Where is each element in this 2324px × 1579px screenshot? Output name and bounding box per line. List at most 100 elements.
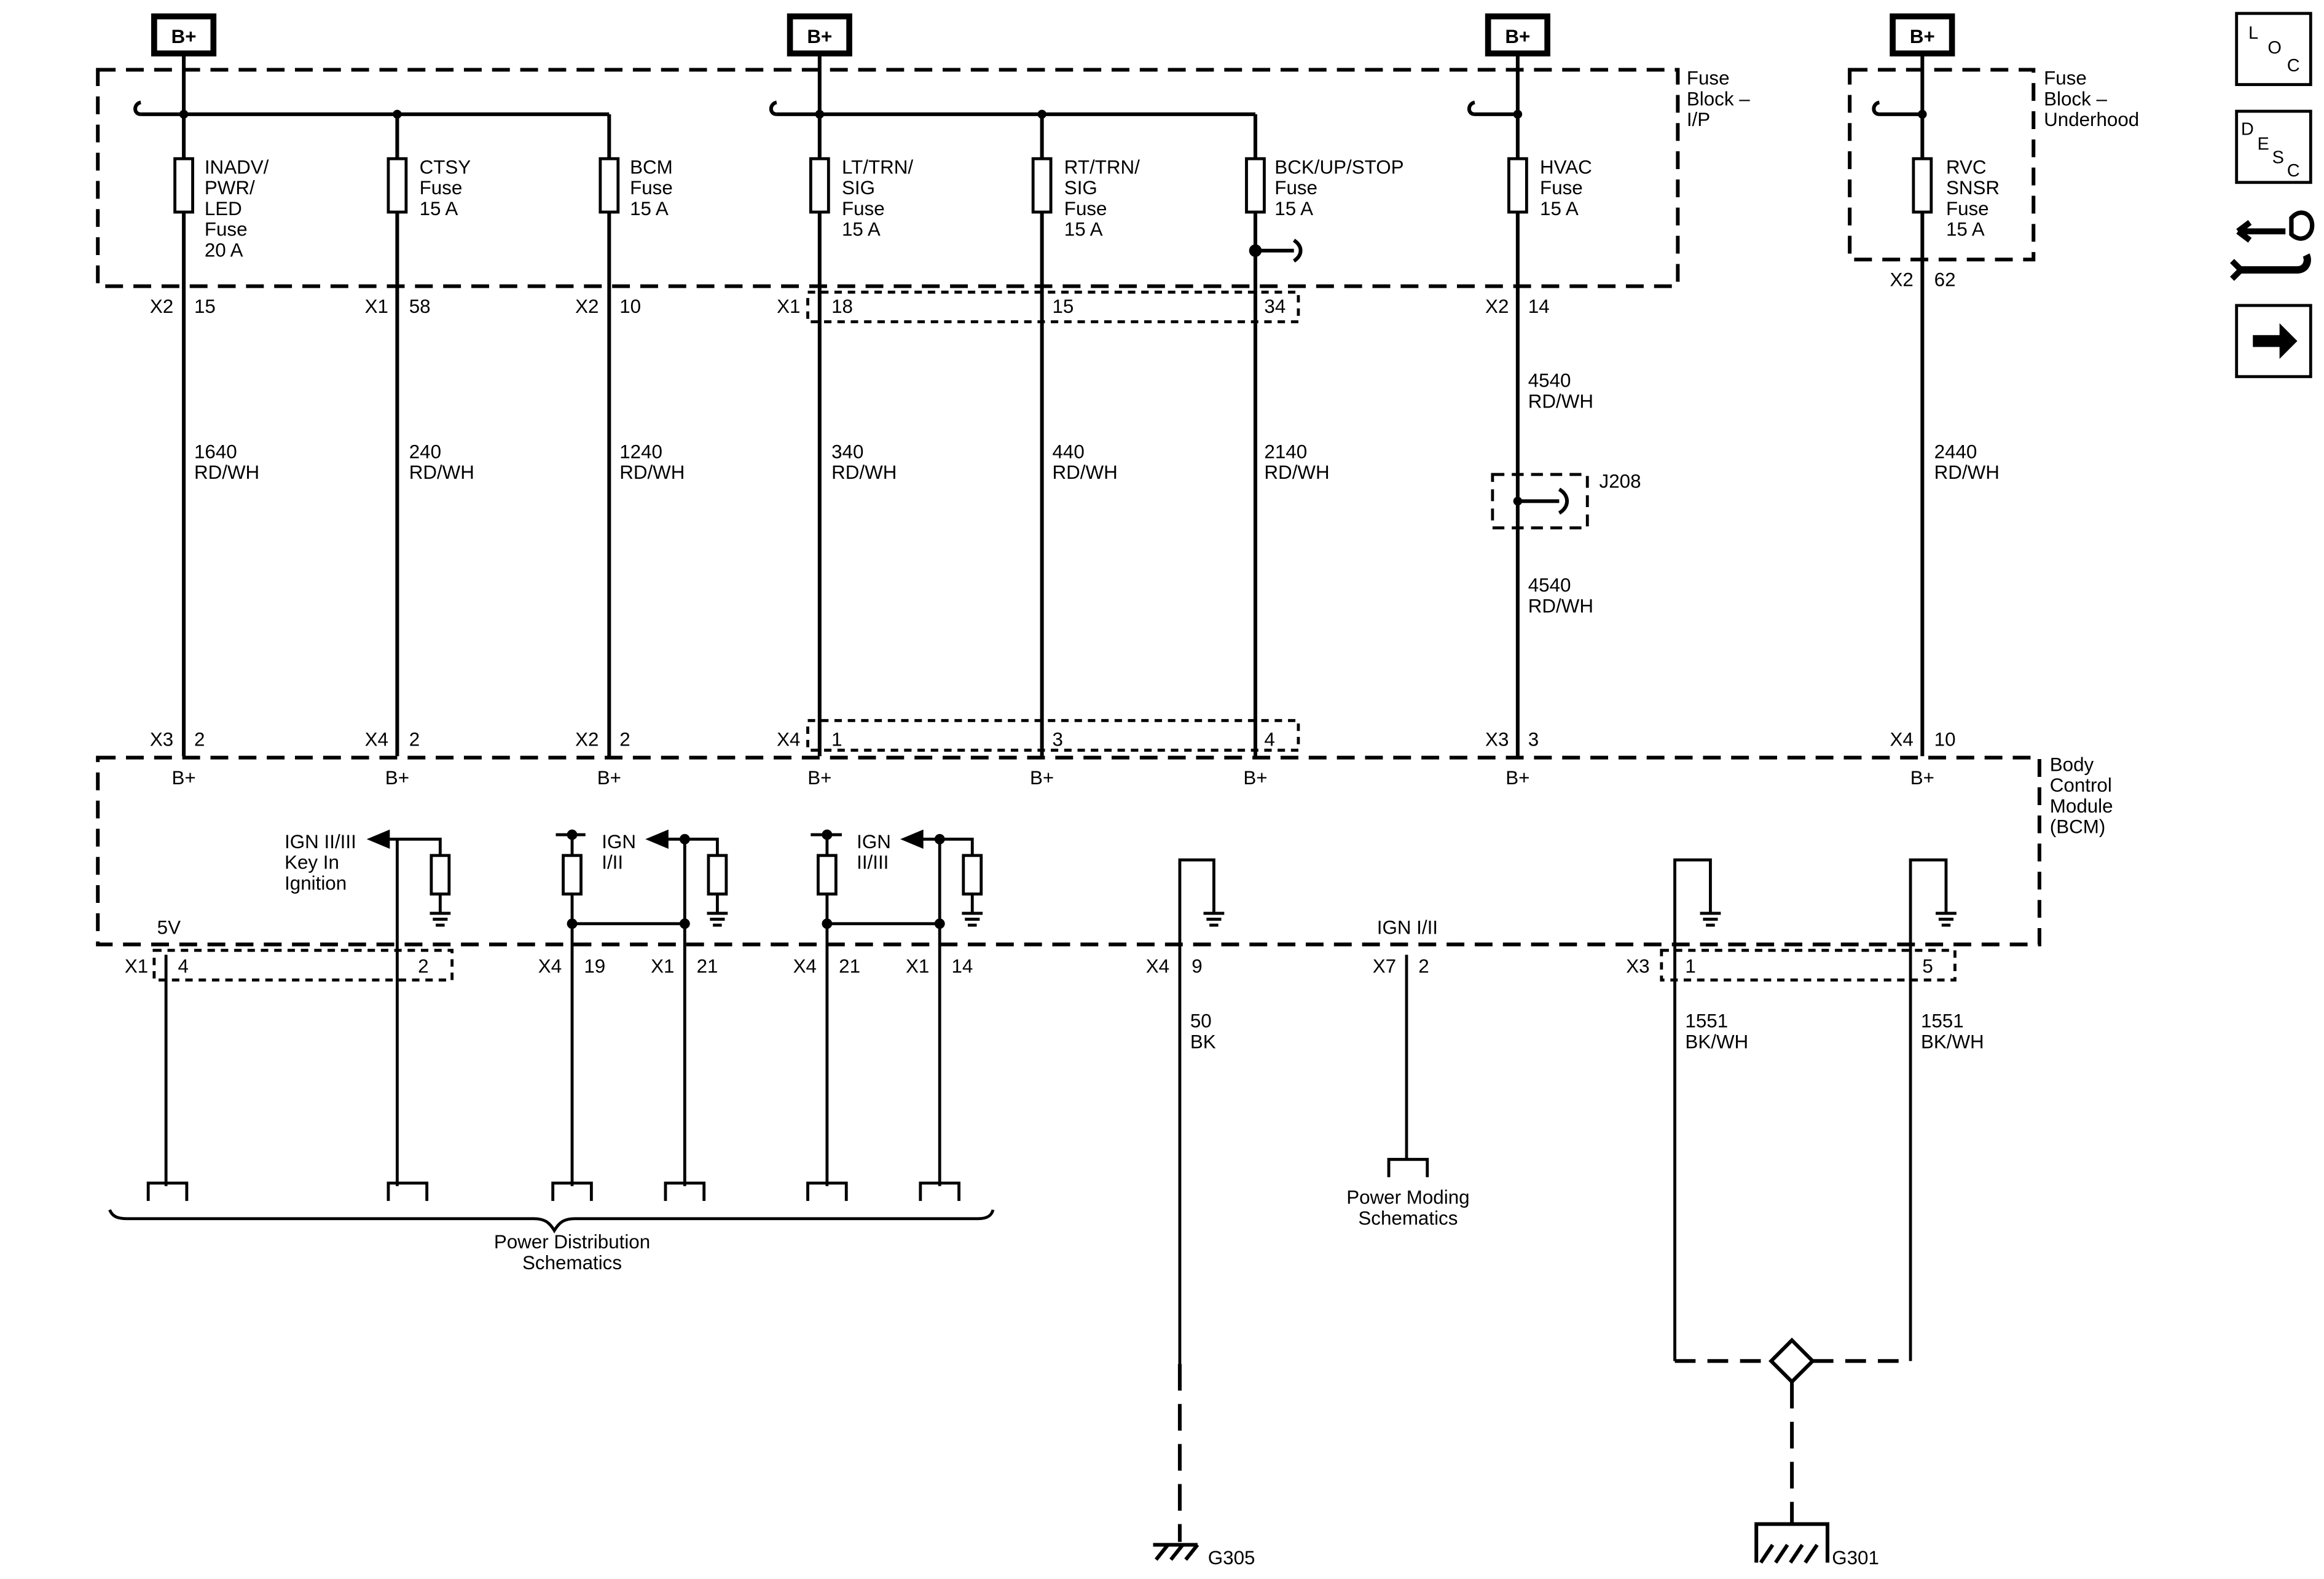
svg-text:E: E [2257, 135, 2269, 154]
svg-text:SNSR: SNSR [1946, 177, 2000, 199]
power-moding-label: Power Moding Schematics [1346, 1187, 1469, 1229]
g301-label: G301 [1832, 1547, 1879, 1569]
svg-text:II/III: II/III [857, 852, 889, 873]
svg-text:BK: BK [1190, 1031, 1216, 1052]
svg-text:X4: X4 [1146, 955, 1169, 977]
svg-text:CTSY: CTSY [420, 156, 471, 178]
g305-ground-wire: G305 [1153, 1364, 1255, 1569]
svg-text:Fuse: Fuse [630, 177, 673, 199]
fuse-symbols [173, 157, 1933, 214]
svg-text:B+: B+ [1910, 767, 1934, 789]
desc-button[interactable]: D E S C [2235, 109, 2312, 184]
loc-button[interactable]: L O C [2235, 12, 2312, 87]
bus-bar-hvac [1467, 100, 1523, 119]
svg-text:62: 62 [1934, 269, 1956, 291]
svg-text:X4: X4 [1890, 728, 1914, 750]
internal-ground-x3-5 [1909, 858, 1957, 1361]
svg-text:240: 240 [409, 441, 441, 462]
svg-text:Fuse: Fuse [2044, 68, 2087, 89]
bcm-output-pins: X1 4 2 X4 19 X1 21 X4 21 X1 14 X4 9 X7 2… [125, 955, 1933, 977]
backup-stop-branch [1249, 238, 1303, 263]
svg-text:Body: Body [2050, 754, 2094, 775]
internal-ground-x4-9 [1178, 858, 1225, 1364]
next-arrow-button[interactable] [2235, 304, 2312, 379]
svg-text:4540: 4540 [1528, 574, 1571, 596]
svg-text:2: 2 [418, 955, 428, 977]
fuse-label-4: LT/TRN/ SIG Fuse 15 A [842, 156, 913, 240]
svg-text:5V: 5V [157, 917, 181, 939]
svg-text:14: 14 [951, 955, 973, 977]
svg-text:SIG: SIG [1064, 177, 1097, 199]
svg-text:Fuse: Fuse [1064, 198, 1107, 219]
splice-label: J208 [1600, 471, 1641, 492]
g305-label: G305 [1208, 1547, 1255, 1569]
ign-key-in-label: IGN II/III Key In Ignition [285, 831, 356, 894]
svg-text:IGN II/III: IGN II/III [285, 831, 356, 853]
ign-1-2-label: IGN I/II [602, 831, 636, 873]
svg-text:58: 58 [409, 296, 431, 317]
svg-text:X2: X2 [1890, 269, 1914, 291]
svg-text:RD/WH: RD/WH [1053, 462, 1118, 483]
svg-text:15 A: 15 A [842, 219, 881, 240]
svg-text:Fuse: Fuse [1946, 198, 1989, 219]
svg-text:X3: X3 [1485, 728, 1509, 750]
svg-text:D: D [2241, 120, 2254, 140]
fuse-block-underhood-outline [1848, 68, 2036, 262]
svg-text:RVC: RVC [1946, 156, 1987, 178]
bus-bar-rvc [1872, 100, 1927, 119]
svg-text:O: O [2267, 38, 2282, 58]
five-volt-output: 5V [157, 917, 181, 1186]
svg-text:Fuse: Fuse [420, 177, 463, 199]
svg-text:S: S [2272, 148, 2284, 167]
battery-label: B+ [807, 26, 832, 47]
svg-text:RT/TRN/: RT/TRN/ [1064, 156, 1140, 178]
svg-text:15 A: 15 A [1946, 219, 1985, 240]
svg-text:B+: B+ [171, 767, 195, 789]
svg-text:50: 50 [1190, 1010, 1212, 1032]
svg-text:X7: X7 [1373, 955, 1396, 977]
svg-text:Module: Module [2050, 795, 2113, 817]
svg-text:LT/TRN/: LT/TRN/ [842, 156, 913, 178]
svg-text:PWR/: PWR/ [205, 177, 255, 199]
svg-text:X1: X1 [125, 955, 148, 977]
svg-text:RD/WH: RD/WH [1528, 390, 1593, 412]
svg-text:IGN I/II: IGN I/II [1377, 917, 1438, 939]
svg-text:RD/WH: RD/WH [1528, 595, 1593, 616]
svg-text:X4: X4 [793, 955, 817, 977]
svg-text:BCM: BCM [630, 156, 673, 178]
fuse-label-5: RT/TRN/ SIG Fuse 15 A [1064, 156, 1140, 240]
svg-text:Fuse: Fuse [842, 198, 885, 219]
splice-j208: J208 [1491, 471, 1641, 530]
svg-text:BK/WH: BK/WH [1685, 1031, 1748, 1052]
svg-text:21: 21 [697, 955, 718, 977]
ign-key-in-output [366, 829, 451, 1186]
svg-text:L: L [2248, 23, 2258, 43]
svg-text:X2: X2 [1485, 296, 1509, 317]
svg-text:B+: B+ [597, 767, 621, 789]
ign-1-2-output [555, 829, 728, 1186]
svg-text:15 A: 15 A [1540, 198, 1579, 219]
svg-text:20 A: 20 A [205, 239, 243, 261]
svg-text:1: 1 [831, 728, 842, 750]
svg-text:2440: 2440 [1934, 441, 1977, 462]
ign-2-3-label: IGN II/III [857, 831, 891, 873]
svg-text:Schematics: Schematics [522, 1252, 622, 1274]
svg-text:IGN: IGN [602, 831, 636, 853]
svg-text:1551: 1551 [1921, 1010, 1964, 1032]
power-distribution-refs [108, 1181, 995, 1234]
bcm-label: Body Control Module (BCM) [2050, 754, 2113, 837]
battery-label: B+ [171, 26, 197, 47]
svg-text:Fuse: Fuse [1274, 177, 1317, 199]
svg-text:4: 4 [1264, 728, 1274, 750]
svg-text:X2: X2 [150, 296, 173, 317]
bus-bar-left [133, 100, 610, 119]
svg-text:Power Distribution: Power Distribution [494, 1231, 650, 1253]
battery-terminal-3: B+ [1485, 13, 1550, 57]
svg-text:INADV/: INADV/ [205, 156, 269, 178]
svg-text:RD/WH: RD/WH [831, 462, 897, 483]
svg-text:X3: X3 [1626, 955, 1649, 977]
connector-wrench-icon[interactable] [2230, 210, 2315, 281]
fuse-label-1: INADV/ PWR/ LED Fuse 20 A [205, 156, 269, 261]
fuse-label-2: CTSY Fuse 15 A [420, 156, 471, 219]
svg-text:21: 21 [839, 955, 860, 977]
